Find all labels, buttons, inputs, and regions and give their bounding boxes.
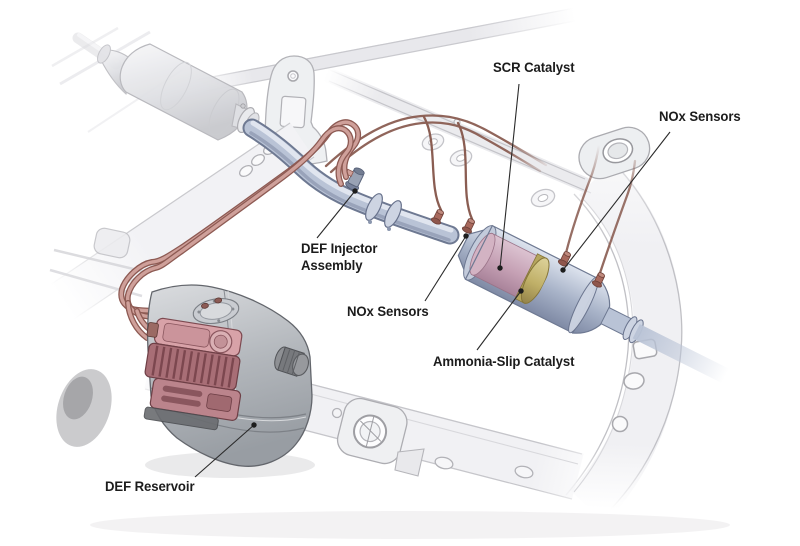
near-rail-oval (434, 456, 454, 470)
leader-dot (497, 265, 503, 271)
def-hoses (118, 119, 362, 341)
tank-sender-unit (192, 297, 240, 325)
pipe-clamp (384, 200, 402, 228)
label-scr-catalyst: SCR Catalyst (493, 59, 575, 75)
leader-dot (251, 422, 257, 428)
near-rail-oval (514, 465, 534, 479)
exhaust-pipe (242, 118, 460, 245)
hose-fitting (201, 302, 209, 309)
leader-nox-sensors-left (424, 235, 467, 302)
nox-sensor-boss-upstream-2 (461, 218, 476, 234)
leader-nox-sensors-right (562, 131, 671, 271)
label-ammonia-slip-catalyst: Ammonia-Slip Catalyst (433, 353, 575, 369)
pipe-clamp (365, 193, 383, 221)
def-pump-module (143, 317, 243, 431)
annotations (194, 83, 671, 478)
leader-dot (518, 288, 524, 294)
def-reservoir (143, 284, 315, 478)
frame-shadow-blob (56, 369, 112, 447)
leader-dot (560, 267, 566, 273)
label-def-injector-line2: Assembly (301, 257, 363, 273)
filler-cap (274, 346, 310, 377)
near-rail-bracket (336, 397, 408, 465)
catalyst-housing-outlet (529, 257, 600, 334)
tailpipe-faded (632, 324, 730, 384)
leader-dot (463, 233, 469, 239)
rivet (331, 407, 343, 419)
label-def-reservoir: DEF Reservoir (105, 478, 195, 494)
leader-scr-catalyst (499, 83, 520, 269)
leader-def-reservoir (194, 424, 255, 478)
scr-catalyst-assembly (457, 224, 730, 384)
leader-ammonia-slip (476, 290, 522, 351)
nox-sensor-boss-downstream-2 (591, 272, 606, 288)
leader-dot (352, 188, 358, 194)
leader-def-injector (316, 190, 356, 239)
pump-connector (146, 322, 159, 338)
label-def-injector-assembly: DEF Injector Assembly (301, 240, 377, 274)
label-nox-sensors-right: NOx Sensors (659, 108, 741, 124)
far-rail-lower-flange (322, 66, 592, 194)
nox-sensor-boss-upstream-1 (430, 209, 445, 225)
rail-hole-round (611, 415, 629, 433)
ground-shadow (90, 511, 730, 539)
label-nox-sensors-left: NOx Sensors (347, 303, 429, 319)
nox-sensor-boss-downstream-1 (557, 251, 572, 267)
rail-hole-oval (623, 372, 645, 390)
muffler (97, 43, 260, 141)
exhaust-system (72, 32, 730, 384)
hose-fitting (214, 297, 223, 304)
frame-grommets (421, 133, 556, 208)
label-def-injector-line1: DEF Injector (301, 240, 378, 256)
far-rail-upper-flange (194, 7, 577, 94)
frame-bracket-right (578, 126, 651, 180)
